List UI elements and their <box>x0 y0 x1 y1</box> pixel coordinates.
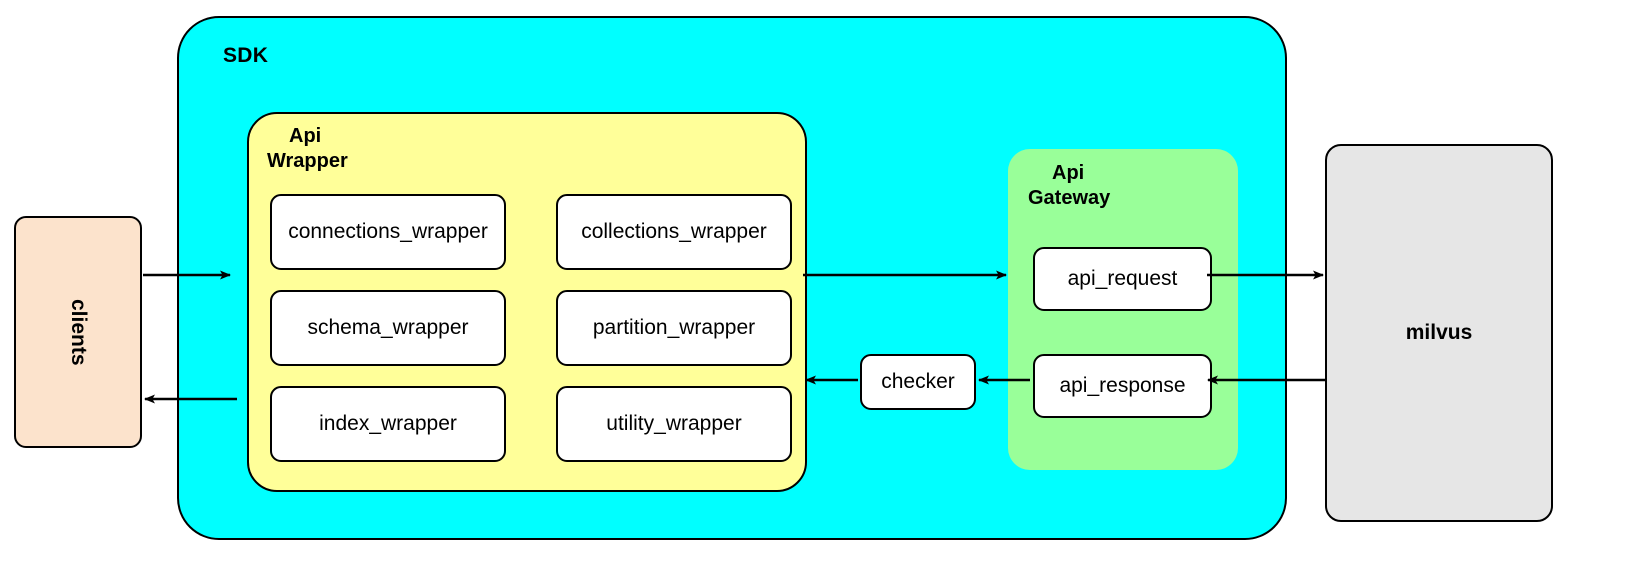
api-gateway-label-line1: Api <box>1052 162 1085 184</box>
api-wrapper-label: Api Wrapper <box>267 124 467 174</box>
wrapper-cell-index[interactable]: index_wrapper <box>270 386 506 462</box>
milvus-label: milvus <box>1405 321 1473 344</box>
wrapper-cell-partition[interactable]: partition_wrapper <box>556 290 792 366</box>
gateway-cell-label: api_response <box>1059 374 1186 397</box>
wrapper-cell-label: schema_wrapper <box>307 316 469 339</box>
wrapper-cell-label: index_wrapper <box>319 412 457 435</box>
wrapper-cell-collections[interactable]: collections_wrapper <box>556 194 792 270</box>
api-gateway-label-line2: Gateway <box>1028 187 1111 209</box>
wrapper-cell-label: connections_wrapper <box>288 220 488 243</box>
sdk-container[interactable]: SDK Api Wrapper connections_wrapper coll… <box>177 16 1287 540</box>
milvus-node[interactable]: milvus <box>1325 144 1553 522</box>
gateway-cell-label: api_request <box>1067 267 1178 290</box>
wrapper-cell-schema[interactable]: schema_wrapper <box>270 290 506 366</box>
clients-label: clients <box>67 298 90 366</box>
api-wrapper-label-line1: Api <box>289 125 322 147</box>
api-gateway-container[interactable]: Api Gateway api_request api_response <box>1008 149 1238 470</box>
wrapper-cell-connections[interactable]: connections_wrapper <box>270 194 506 270</box>
wrapper-cell-label: collections_wrapper <box>581 220 767 243</box>
api-wrapper-container[interactable]: Api Wrapper connections_wrapper collecti… <box>247 112 807 492</box>
wrapper-cell-label: utility_wrapper <box>606 412 742 435</box>
checker-node[interactable]: checker <box>860 354 976 410</box>
api-wrapper-label-line2: Wrapper <box>267 150 348 172</box>
gateway-cell-api-response[interactable]: api_response <box>1033 354 1212 418</box>
api-gateway-label: Api Gateway <box>1028 161 1228 211</box>
sdk-label: SDK <box>223 44 269 67</box>
wrapper-cell-utility[interactable]: utility_wrapper <box>556 386 792 462</box>
checker-label: checker <box>881 370 955 393</box>
clients-node[interactable]: clients <box>14 216 142 448</box>
gateway-cell-api-request[interactable]: api_request <box>1033 247 1212 311</box>
wrapper-cell-label: partition_wrapper <box>592 316 756 339</box>
